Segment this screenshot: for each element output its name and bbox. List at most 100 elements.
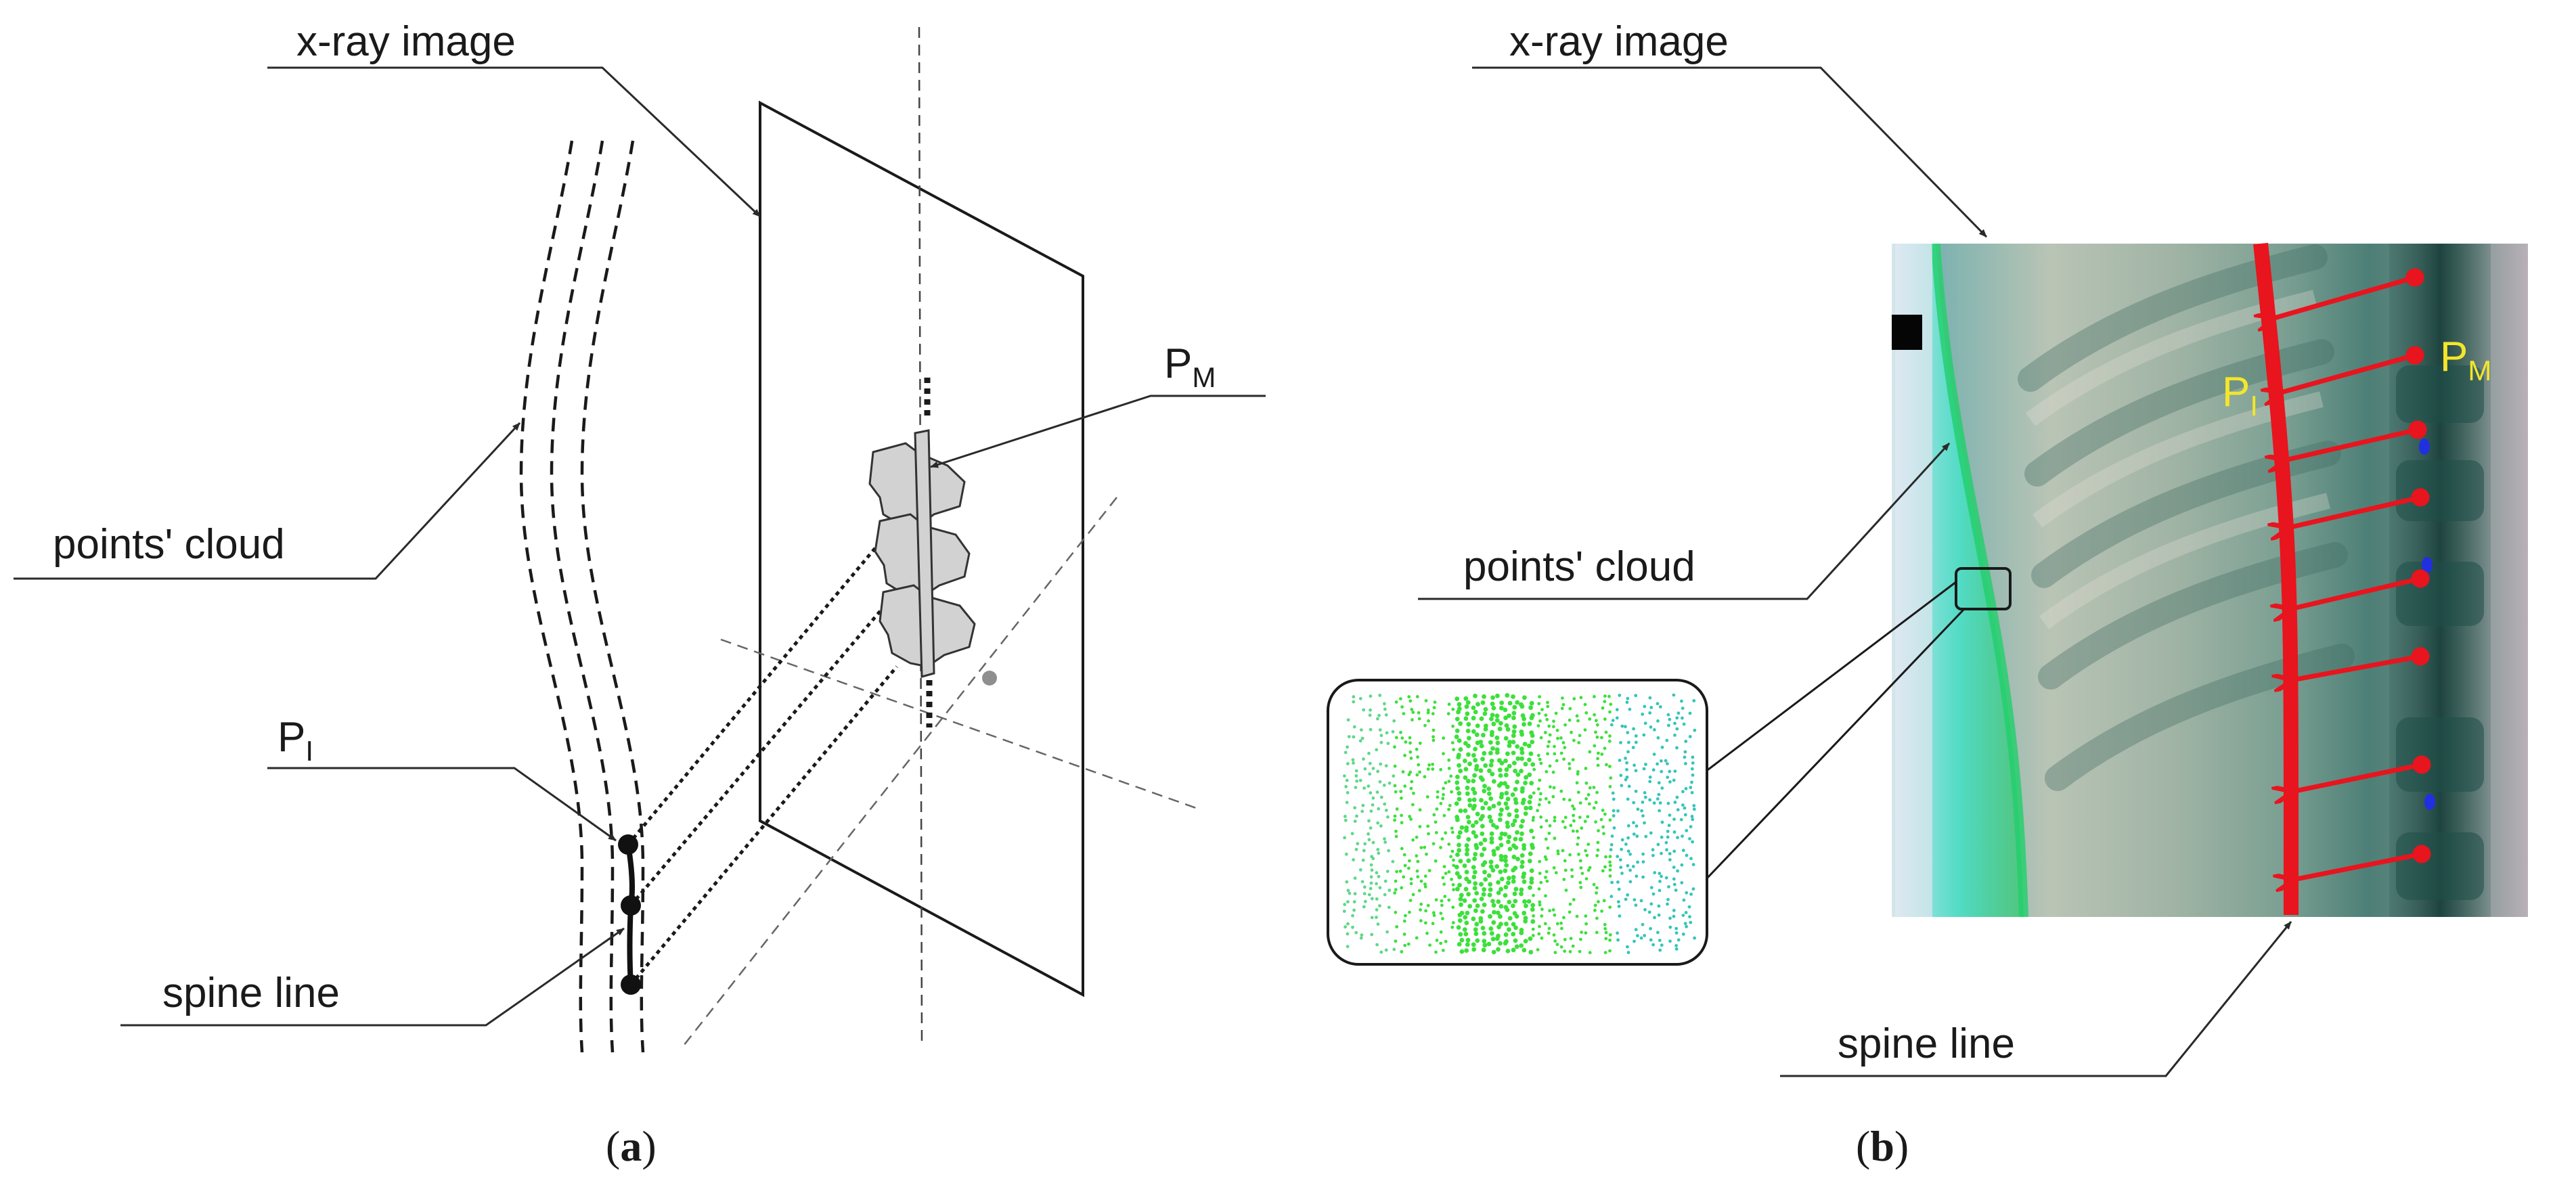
- cloud-point: [1491, 949, 1496, 955]
- cloud-point: [1479, 882, 1484, 887]
- cloud-point: [1387, 889, 1392, 892]
- cloud-point: [1417, 717, 1421, 721]
- cloud-point: [1465, 847, 1470, 853]
- cloud-point: [1586, 868, 1591, 872]
- cloud-point: [1495, 740, 1501, 746]
- cloud-point: [1409, 757, 1413, 760]
- cloud-point: [1379, 734, 1383, 738]
- cloud-point: [1416, 755, 1420, 759]
- cloud-point: [1635, 834, 1639, 838]
- cloud-point: [1518, 836, 1524, 842]
- cloud-point: [1643, 791, 1647, 794]
- cloud-point: [1482, 939, 1487, 944]
- cloud-point: [1489, 840, 1494, 845]
- cloud-point: [1442, 865, 1446, 868]
- cloud-point: [1575, 914, 1579, 918]
- cloud-point: [1403, 943, 1407, 947]
- cloud-point: [1507, 740, 1513, 744]
- cloud-point: [1352, 695, 1356, 699]
- cloud-point: [1635, 874, 1639, 878]
- cloud-point: [1511, 740, 1516, 744]
- cloud-point: [1511, 903, 1515, 908]
- cloud-point: [1447, 780, 1451, 783]
- cloud-point: [1561, 849, 1565, 853]
- cloud-point: [1570, 868, 1574, 872]
- cloud-point: [1423, 874, 1427, 878]
- cloud-point: [1399, 790, 1403, 793]
- cloud-point: [1498, 853, 1504, 859]
- cloud-point: [1563, 815, 1568, 820]
- cloud-point: [1419, 846, 1423, 849]
- cloud-point: [1571, 804, 1575, 808]
- cloud-point: [1441, 917, 1444, 920]
- cloud-point: [1465, 937, 1471, 943]
- cloud-point: [1519, 853, 1525, 858]
- cloud-point: [1660, 820, 1664, 824]
- cloud-point: [1479, 744, 1484, 748]
- cloud-point: [1554, 871, 1558, 875]
- cloud-point: [1463, 887, 1469, 892]
- cloud-point: [1505, 751, 1510, 757]
- cloud-point: [1362, 905, 1366, 909]
- cloud-point: [1482, 784, 1487, 788]
- zoom-connector-bottom: [1704, 608, 1966, 881]
- cloud-point: [1457, 843, 1461, 847]
- cloud-point: [1474, 891, 1480, 896]
- cloud-point: [1530, 907, 1535, 912]
- cloud-point: [1394, 790, 1398, 794]
- cloud-point: [1378, 780, 1382, 784]
- cloud-point: [1400, 821, 1404, 825]
- cloud-point: [1368, 772, 1372, 776]
- projection-point: [982, 671, 997, 686]
- cloud-point: [1545, 717, 1549, 721]
- cloud-point: [1688, 711, 1692, 715]
- cloud-point: [1415, 869, 1419, 873]
- caption-a: (a): [606, 1122, 657, 1170]
- cloud-point: [1489, 732, 1494, 738]
- cloud-point: [1417, 889, 1421, 893]
- cloud-point: [1649, 886, 1653, 889]
- cloud-point: [1660, 874, 1663, 878]
- cloud-point: [1481, 732, 1486, 738]
- cloud-point: [1514, 808, 1519, 813]
- cloud-point: [1362, 757, 1365, 761]
- cloud-point: [1352, 700, 1356, 704]
- cloud-point: [1360, 880, 1364, 884]
- cloud-point: [1609, 723, 1614, 727]
- cloud-point: [1456, 755, 1461, 760]
- cloud-point: [1676, 836, 1679, 840]
- cloud-point: [1488, 914, 1493, 919]
- cloud-point: [1520, 801, 1526, 805]
- cloud-point: [1524, 903, 1528, 908]
- cloud-point: [1515, 772, 1521, 777]
- cloud-point: [1367, 751, 1371, 755]
- cloud-point: [1407, 773, 1411, 776]
- cloud-point: [1406, 942, 1411, 946]
- cloud-point: [1465, 942, 1470, 947]
- cloud-point: [1410, 780, 1414, 784]
- cloud-point: [1572, 819, 1576, 823]
- cloud-point: [1617, 904, 1621, 908]
- cloud-point: [1688, 837, 1691, 840]
- zoom-connector-top: [1705, 581, 1957, 773]
- cloud-point: [1419, 919, 1423, 922]
- cloud-point: [1544, 894, 1547, 898]
- cloud-point: [1411, 718, 1414, 722]
- label-xray-image-a: x-ray image: [296, 18, 516, 65]
- cloud-point: [1545, 870, 1549, 874]
- cloud-point: [1394, 736, 1398, 740]
- cloud-point: [1523, 780, 1528, 786]
- cloud-point: [1417, 711, 1421, 715]
- cloud-point: [1648, 780, 1652, 784]
- cloud-point: [1562, 878, 1566, 881]
- cloud-point: [1391, 730, 1395, 734]
- cloud-point: [1473, 820, 1479, 825]
- cloud-point: [1595, 891, 1599, 895]
- cloud-point: [1450, 826, 1454, 830]
- cloud-point: [1583, 820, 1587, 824]
- cloud-point: [1384, 809, 1388, 812]
- cloud-point: [1471, 705, 1476, 711]
- cloud-point: [1455, 852, 1460, 857]
- cloud-point: [1594, 730, 1597, 734]
